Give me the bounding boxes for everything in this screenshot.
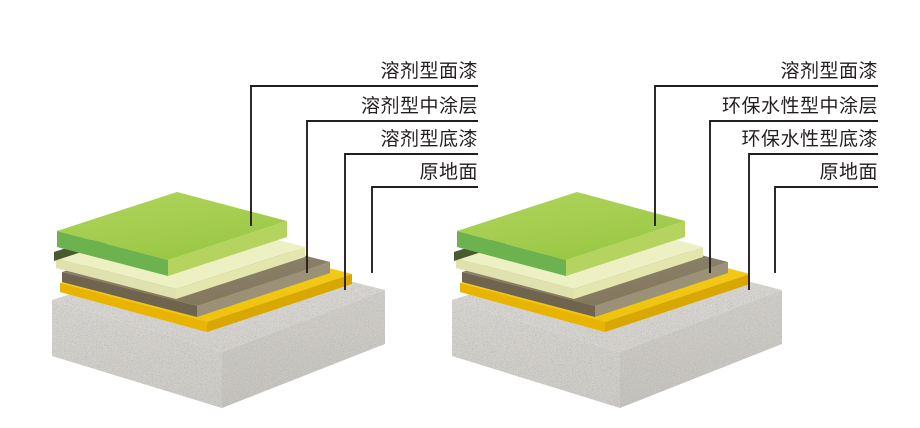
left-topcoat-green-layer — [57, 192, 287, 276]
left-topcoat-left-face — [57, 231, 168, 276]
right-label-underlines — [655, 85, 878, 188]
right-substrate-left-face — [452, 300, 620, 408]
right-midcoat-right-face — [595, 262, 728, 317]
left-primer-right-face — [207, 274, 352, 332]
right-primer-right-face — [605, 274, 750, 332]
right-topcoat-top-face — [457, 192, 685, 260]
right-leader-lines — [654, 85, 776, 290]
right-substrate-right-face — [620, 290, 782, 408]
left-system-block — [52, 85, 478, 408]
left-leader-lines — [250, 85, 373, 290]
left-label-underlines — [251, 85, 478, 188]
right-topcoat-green-layer — [457, 192, 685, 276]
right-primer-left-face — [460, 283, 605, 332]
right-midcoat-left-face — [462, 272, 595, 317]
left-cream-right-face — [176, 247, 305, 299]
left-primer-left-face — [60, 283, 207, 332]
right-topcoat-right-face — [566, 221, 685, 276]
right-cream-right-face — [574, 247, 703, 299]
left-cream-left-face — [56, 258, 176, 299]
left-topcoat-top-face — [57, 192, 287, 260]
left-substrate-left-face — [52, 300, 222, 408]
right-cream-left-face — [456, 258, 574, 299]
right-system-block — [452, 85, 878, 408]
left-midcoat-left-face — [62, 272, 197, 317]
right-topcoat-left-face — [457, 231, 566, 276]
left-substrate-right-face — [222, 290, 385, 408]
left-topcoat-right-face — [168, 221, 287, 276]
left-midcoat-right-face — [197, 262, 330, 317]
